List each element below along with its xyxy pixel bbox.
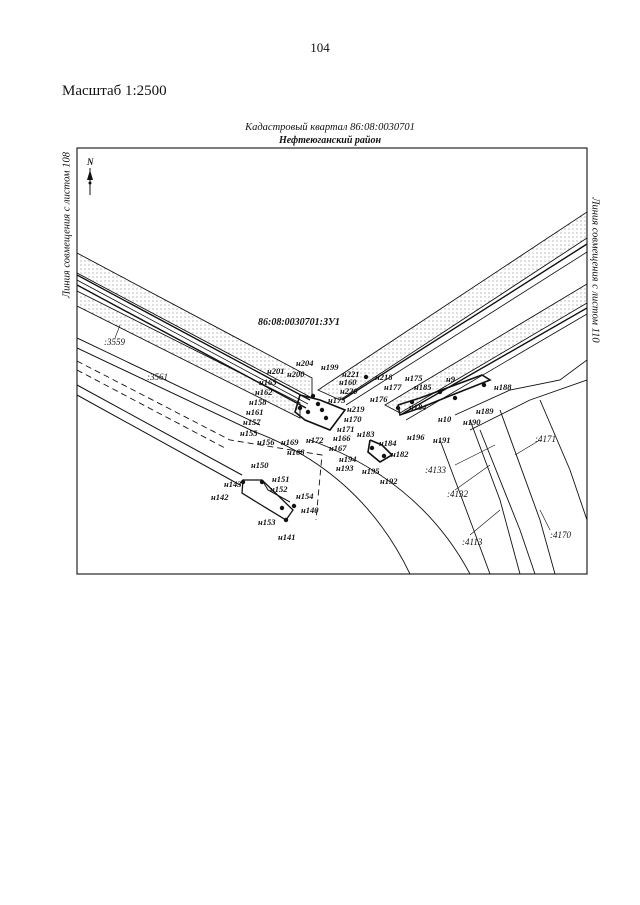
- road-line: [77, 284, 307, 409]
- road-strip-right-lower: [384, 283, 587, 414]
- point-label: н153: [258, 517, 276, 527]
- point-label: н200: [287, 369, 305, 379]
- point-label: н9: [446, 374, 456, 384]
- point-label: н219: [347, 404, 365, 414]
- road-strip-left-lower: [77, 290, 301, 419]
- scale-label: Масштаб 1:2500: [62, 83, 167, 99]
- parcel-boundary: [454, 359, 587, 416]
- point-label: н175: [405, 373, 423, 383]
- point-label: н192: [380, 476, 398, 486]
- point-label: н196: [407, 432, 425, 442]
- curved-road-edge: [309, 439, 471, 574]
- road-line: [77, 394, 241, 486]
- point-label: н183: [357, 429, 375, 439]
- point-labels: н204 н199 н201 н200 н221 н165 н160 н220 …: [211, 358, 512, 542]
- parcel-boundary: [539, 399, 587, 521]
- road-line: [405, 313, 587, 421]
- point-label: н199: [321, 362, 339, 372]
- point-label: н194: [339, 454, 356, 464]
- point-label: н167: [329, 443, 347, 453]
- point-label: н150: [251, 460, 269, 470]
- parcel-label: :3561: [147, 372, 168, 382]
- plot-boundary: [367, 439, 394, 463]
- point-label: н171: [337, 424, 354, 434]
- parcel-label: :4113: [462, 537, 483, 547]
- road-line: [345, 251, 587, 406]
- point-label: н189: [476, 406, 494, 416]
- point-label: н190: [463, 417, 481, 427]
- parcel-label: :3559: [104, 337, 125, 347]
- point-label: н195: [362, 466, 380, 476]
- point-label: н162: [255, 387, 273, 397]
- road-line: [77, 274, 311, 401]
- point-label: н161: [246, 407, 263, 417]
- point-label: н201: [267, 366, 284, 376]
- point-label: н173: [328, 395, 346, 405]
- point-label: н156: [257, 437, 275, 447]
- road-line: [77, 347, 256, 433]
- page-number: 104: [310, 40, 330, 55]
- parcel-label: :4132: [447, 489, 468, 499]
- point-label: н152: [270, 484, 288, 494]
- parcel-boundary: [499, 409, 556, 574]
- point-label: н193: [336, 463, 354, 473]
- plot-boundary: [397, 374, 492, 417]
- curved-road-edge: [249, 429, 411, 574]
- point-label: н151: [272, 474, 289, 484]
- parcel-boundary: [439, 439, 491, 574]
- point-label: н184: [409, 402, 426, 412]
- parcel-boundary: [469, 379, 587, 431]
- point-label: н142: [211, 492, 229, 502]
- point-label: н176: [370, 394, 388, 404]
- point-label: н184: [379, 438, 396, 448]
- district-title: Нефтеюганский район: [279, 135, 381, 146]
- road-line: [341, 243, 587, 401]
- point-label: н165: [259, 377, 277, 387]
- point-label: н221: [342, 369, 359, 379]
- point-label: н218: [375, 372, 393, 382]
- dashed-boundary: [77, 369, 226, 449]
- parcel-boundary: [479, 429, 536, 574]
- point-label: н168: [287, 447, 305, 457]
- road-line: [77, 337, 261, 426]
- map-frame: [76, 147, 588, 575]
- point-label: н204: [296, 358, 313, 368]
- parcel-label: :4170: [550, 530, 571, 540]
- point-label: н155: [240, 428, 258, 438]
- point-label: н160: [339, 377, 357, 387]
- point-label: н141: [278, 532, 295, 542]
- parcel-label: :4133: [425, 465, 446, 475]
- north-arrow: N: [86, 157, 94, 195]
- point-label: н140: [301, 505, 319, 515]
- parcel-boundary: [469, 419, 521, 574]
- point-label: н177: [384, 382, 402, 392]
- point-label: н166: [333, 433, 351, 443]
- north-label: N: [86, 157, 94, 167]
- point-label: н182: [391, 449, 409, 459]
- parcel-label: :4171: [535, 434, 556, 444]
- plot-boundary: [294, 394, 347, 431]
- road-strip-right-upper: [317, 211, 587, 401]
- boundary-points: [240, 374, 487, 523]
- plot-label: 86:08:0030701:ЗУ1: [258, 317, 340, 328]
- cadastral-quarter-title: Кадастровый квартал 86:08:0030701: [245, 122, 415, 133]
- point-label: н172: [306, 435, 324, 445]
- road-line: [77, 279, 309, 405]
- point-label: н185: [414, 382, 432, 392]
- road-line: [401, 307, 587, 415]
- point-label: н158: [249, 397, 267, 407]
- point-label: н157: [243, 417, 261, 427]
- point-label: н169: [281, 437, 299, 447]
- point-label: н220: [340, 386, 358, 396]
- point-label: н10: [438, 414, 452, 424]
- point-label: н154: [296, 491, 313, 501]
- road-line: [77, 384, 243, 476]
- point-label: н143: [224, 479, 242, 489]
- point-label: н170: [344, 414, 362, 424]
- point-label: н188: [494, 382, 512, 392]
- point-label: н191: [433, 435, 450, 445]
